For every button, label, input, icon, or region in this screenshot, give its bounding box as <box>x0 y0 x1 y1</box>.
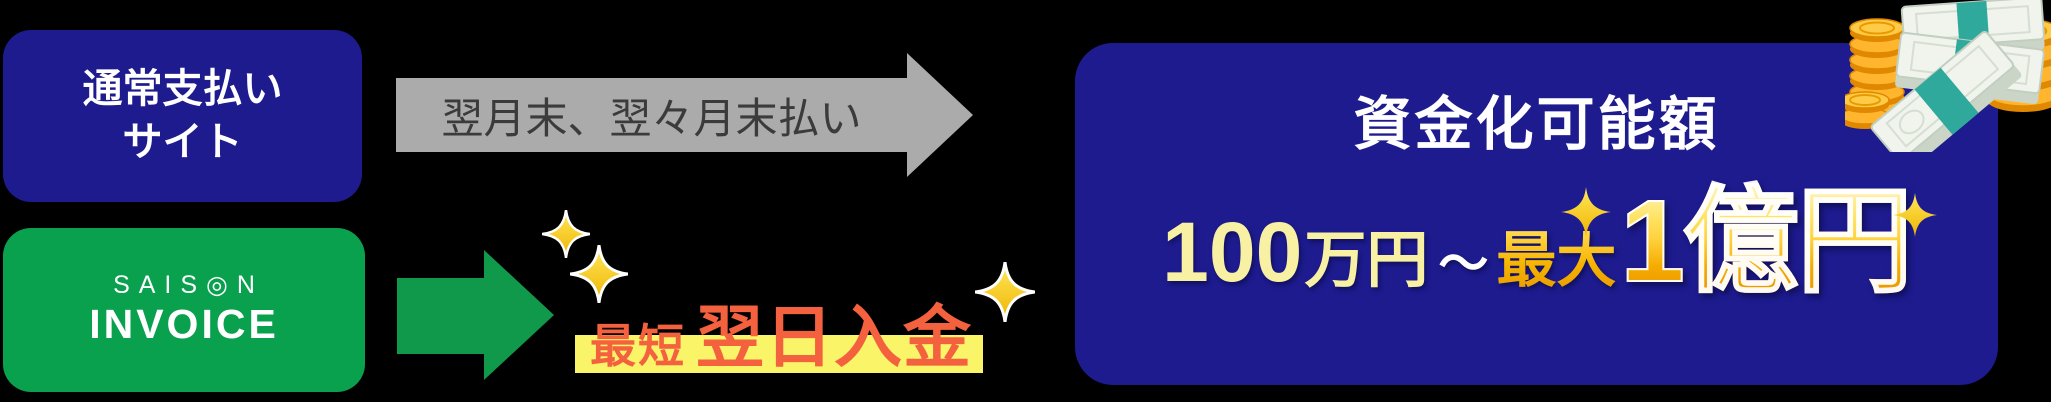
money-illustration <box>1845 0 2051 152</box>
banknote-bundle-icon <box>1870 0 2045 152</box>
payment-delay-label: 翌月末、翌々月末払い <box>441 94 862 142</box>
amount-max-value: 1億円 <box>1619 175 1914 306</box>
normal-payment-line2: サイト <box>122 120 243 164</box>
normal-payment-line1: 通常支払い <box>82 67 283 112</box>
sparkle-icon <box>975 262 1035 322</box>
amount-base-unit: 万円 <box>1304 225 1429 295</box>
amount-range-tilde: 〜 <box>1438 235 1489 292</box>
fast-deposit-arrowhead-icon <box>484 250 554 380</box>
payment-delay-arrow: 翌月末、翌々月末払い <box>396 78 907 152</box>
fast-deposit-arrow <box>397 278 485 354</box>
sparkle-icon <box>570 245 628 303</box>
saison-invoice-box: SAIS◎N INVOICE <box>3 228 365 392</box>
fast-deposit-text: 最短 翌日入金 <box>590 300 972 372</box>
saison-logo-text: SAIS◎N <box>113 270 264 299</box>
funding-amount-value: 100 万円 〜 最大 1億円 <box>1075 175 1998 306</box>
amount-max-label: 最大 <box>1496 226 1617 294</box>
fast-deposit-main: 翌日入金 <box>696 300 973 376</box>
payment-delay-arrowhead-icon <box>907 53 973 177</box>
sparkle-icon <box>1561 187 1611 237</box>
amount-base-value: 100 <box>1162 204 1303 299</box>
funding-amount-title: 資金化可能額 <box>1353 92 1720 157</box>
normal-payment-box: 通常支払い サイト <box>3 30 362 202</box>
sparkle-icon <box>542 210 590 258</box>
fast-deposit-prefix: 最短 <box>590 320 686 372</box>
highlight-bar <box>575 335 983 373</box>
invoice-logo-text: INVOICE <box>89 301 279 348</box>
sparkle-icon <box>1893 193 1937 237</box>
